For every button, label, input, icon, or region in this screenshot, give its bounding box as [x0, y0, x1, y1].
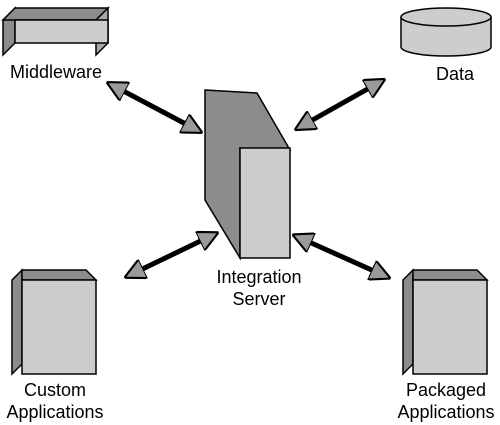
- middleware-label: Middleware: [10, 62, 102, 82]
- custom-box-front: [21, 279, 97, 375]
- custom-applications-node: Custom Applications: [6, 268, 104, 422]
- integration-server-node: Integration Server: [204, 89, 302, 309]
- packaged-box-top: [412, 269, 489, 281]
- middleware-node: Middleware: [1, 6, 110, 82]
- data-cylinder-body: [400, 17, 492, 57]
- arrow-server-custom-applications: [130, 235, 213, 275]
- packaged-applications-label-line1: Packaged: [406, 380, 486, 400]
- packaged-box-left: [402, 268, 414, 376]
- packaged-applications-node: Packaged Applications: [397, 268, 495, 422]
- arrow-server-middleware: [112, 85, 197, 130]
- data-label: Data: [436, 64, 475, 84]
- arrow-server-packaged-applications: [298, 237, 385, 276]
- middleware-box-front: [14, 19, 109, 44]
- custom-box-top: [21, 269, 98, 281]
- data-node: Data: [400, 7, 492, 84]
- server-front-face: [239, 147, 291, 259]
- arrow-server-data: [300, 82, 380, 127]
- integration-server-label-line1: Integration: [216, 267, 301, 287]
- packaged-box-front: [412, 279, 488, 375]
- packaged-applications-label-line2: Applications: [397, 402, 494, 422]
- custom-box-left: [11, 268, 23, 376]
- custom-applications-label-line1: Custom: [24, 380, 86, 400]
- custom-applications-label-line2: Applications: [6, 402, 103, 422]
- middleware-box-top: [1, 7, 110, 21]
- data-cylinder-top: [400, 7, 492, 27]
- integration-server-label-line2: Server: [232, 289, 285, 309]
